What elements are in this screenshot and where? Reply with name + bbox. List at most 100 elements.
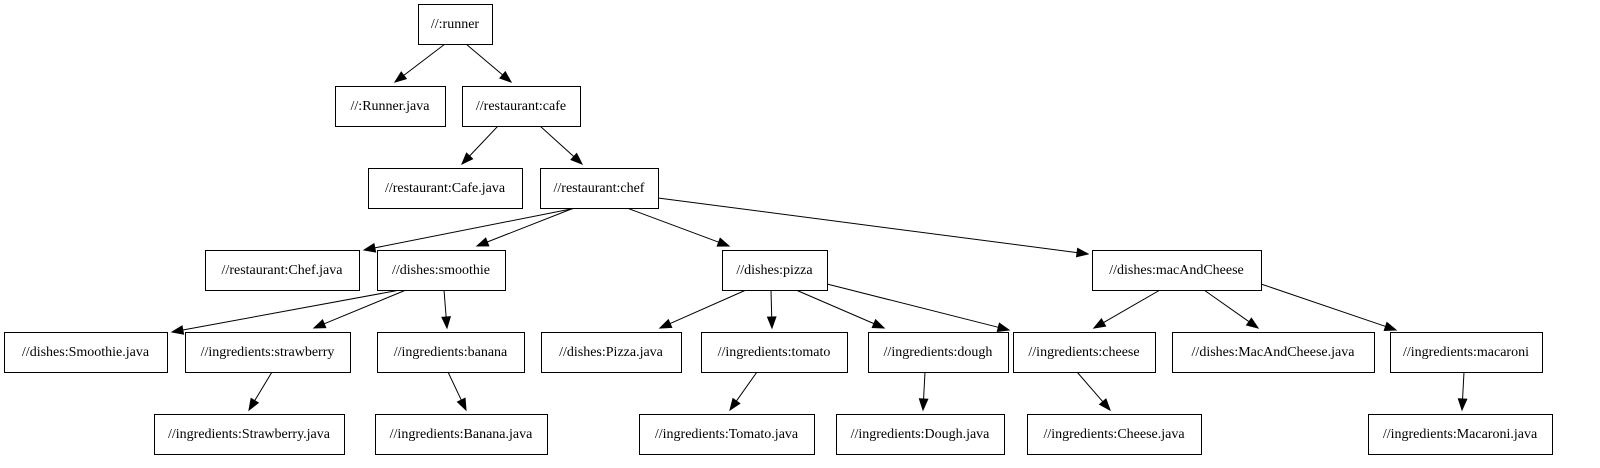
- edge-arrowhead-icon: [393, 71, 408, 83]
- graph-edge: [626, 207, 731, 247]
- graph-edge: [729, 371, 758, 412]
- node-box[interactable]: [418, 4, 493, 45]
- graph-node-ing_strawberry[interactable]: //ingredients:strawberry: [185, 332, 351, 373]
- graph-edge: [1076, 371, 1111, 412]
- node-label: //ingredients:strawberry: [201, 345, 335, 360]
- graph-edge: [766, 289, 777, 330]
- graph-node-restaurant_chef[interactable]: //restaurant:chef: [540, 168, 659, 209]
- nodes-layer: //:runner //:Runner.java //restaurant:cafe…: [4, 4, 1553, 455]
- edge-line: [923, 371, 926, 400]
- graph-node-runner[interactable]: //:runner: [418, 4, 493, 45]
- graph-edge: [539, 125, 584, 165]
- node-box[interactable]: [205, 250, 360, 291]
- graph-node-restaurant_cafe_java[interactable]: //restaurant:Cafe.java: [368, 168, 523, 209]
- node-box[interactable]: [375, 414, 548, 455]
- graph-node-ing_tomato_java[interactable]: //ingredients:Tomato.java: [639, 414, 815, 455]
- graph-edge: [918, 371, 929, 412]
- graph-node-ing_dough[interactable]: //ingredients:dough: [868, 332, 1009, 373]
- node-box[interactable]: [722, 250, 828, 291]
- edge-arrowhead-icon: [871, 318, 886, 329]
- graph-node-dishes_smoothie[interactable]: //dishes:smoothie: [377, 250, 506, 291]
- graph-node-ing_banana[interactable]: //ingredients:banana: [377, 332, 525, 373]
- graph-node-restaurant_chef_java[interactable]: //restaurant:Chef.java: [205, 250, 360, 291]
- edge-arrowhead-icon: [1457, 398, 1468, 412]
- graph-edge: [657, 197, 1090, 258]
- graph-node-ing_cheese[interactable]: //ingredients:cheese: [1013, 332, 1156, 373]
- edge-line: [443, 289, 447, 318]
- edge-line: [795, 289, 875, 325]
- graph-node-dishes_smoothie_java[interactable]: //dishes:Smoothie.java: [4, 332, 168, 373]
- node-box[interactable]: [1172, 332, 1375, 373]
- node-box[interactable]: [1092, 250, 1262, 291]
- node-label: //:runner: [431, 17, 480, 32]
- node-box[interactable]: [4, 332, 168, 373]
- node-label: //dishes:smoothie: [392, 263, 490, 278]
- node-label: //ingredients:cheese: [1028, 345, 1139, 360]
- edge-line: [1203, 289, 1250, 323]
- graph-node-dishes_macandcheese[interactable]: //dishes:macAndCheese: [1092, 250, 1262, 291]
- edge-arrowhead-icon: [1098, 398, 1111, 412]
- node-box[interactable]: [1390, 332, 1543, 373]
- node-box[interactable]: [1368, 414, 1553, 455]
- edge-line: [374, 207, 577, 249]
- node-label: //restaurant:cafe: [476, 99, 566, 114]
- graph-node-runner_java[interactable]: //:Runner.java: [335, 86, 446, 127]
- graph-node-ing_cheese_java[interactable]: //ingredients:Cheese.java: [1027, 414, 1202, 455]
- graph-edge: [1203, 289, 1260, 329]
- edge-arrowhead-icon: [658, 318, 673, 329]
- edge-line: [826, 283, 999, 328]
- graph-edge: [170, 289, 401, 335]
- graph-edge: [465, 43, 513, 83]
- edge-arrowhead-icon: [499, 70, 513, 83]
- graph-node-ing_dough_java[interactable]: //ingredients:Dough.java: [836, 414, 1005, 455]
- graph-node-ing_strawberry_java[interactable]: //ingredients:Strawberry.java: [154, 414, 345, 455]
- node-label: //dishes:Pizza.java: [559, 345, 664, 360]
- graph-edge: [475, 207, 575, 247]
- node-box[interactable]: [1013, 332, 1156, 373]
- edge-arrowhead-icon: [362, 242, 377, 253]
- edge-line: [403, 43, 446, 76]
- graph-node-ing_macaroni_java[interactable]: //ingredients:Macaroni.java: [1368, 414, 1553, 455]
- edge-line: [1260, 283, 1386, 327]
- node-label: //ingredients:Macaroni.java: [1383, 427, 1538, 442]
- node-box[interactable]: [185, 332, 351, 373]
- node-box[interactable]: [1027, 414, 1202, 455]
- graph-node-dishes_pizza[interactable]: //dishes:pizza: [722, 250, 828, 291]
- node-box[interactable]: [368, 168, 523, 209]
- edge-line: [1462, 371, 1465, 400]
- edge-line: [1076, 371, 1104, 403]
- node-box[interactable]: [377, 250, 506, 291]
- node-box[interactable]: [868, 332, 1009, 373]
- graph-node-dishes_pizza_java[interactable]: //dishes:Pizza.java: [541, 332, 682, 373]
- edge-line: [1103, 289, 1161, 323]
- node-label: //ingredients:Cheese.java: [1043, 427, 1185, 442]
- edge-arrowhead-icon: [312, 319, 327, 329]
- node-box[interactable]: [701, 332, 848, 373]
- node-box[interactable]: [335, 86, 446, 127]
- node-box[interactable]: [639, 414, 815, 455]
- graph-node-ing_tomato[interactable]: //ingredients:tomato: [701, 332, 848, 373]
- graph-node-dishes_macandcheese_java[interactable]: //dishes:MacAndCheese.java: [1172, 332, 1375, 373]
- node-label: //dishes:macAndCheese: [1109, 263, 1244, 278]
- graph-edge: [248, 371, 273, 412]
- graph-node-restaurant_cafe[interactable]: //restaurant:cafe: [462, 86, 581, 127]
- edge-arrowhead-icon: [170, 325, 185, 335]
- node-box[interactable]: [836, 414, 1005, 455]
- node-box[interactable]: [541, 332, 682, 373]
- node-box[interactable]: [462, 86, 581, 127]
- edge-line: [254, 371, 273, 401]
- edge-line: [657, 197, 1078, 254]
- graph-node-ing_macaroni[interactable]: //ingredients:macaroni: [1390, 332, 1543, 373]
- graph-edge: [461, 125, 499, 166]
- edge-arrowhead-icon: [1075, 247, 1090, 258]
- node-box[interactable]: [377, 332, 525, 373]
- graph-node-ing_banana_java[interactable]: //ingredients:Banana.java: [375, 414, 548, 455]
- node-box[interactable]: [540, 168, 659, 209]
- edge-line: [770, 289, 773, 318]
- node-box[interactable]: [154, 414, 345, 455]
- graph-edge: [1092, 289, 1161, 329]
- node-label: //restaurant:Cafe.java: [385, 181, 506, 196]
- edge-arrowhead-icon: [475, 237, 490, 247]
